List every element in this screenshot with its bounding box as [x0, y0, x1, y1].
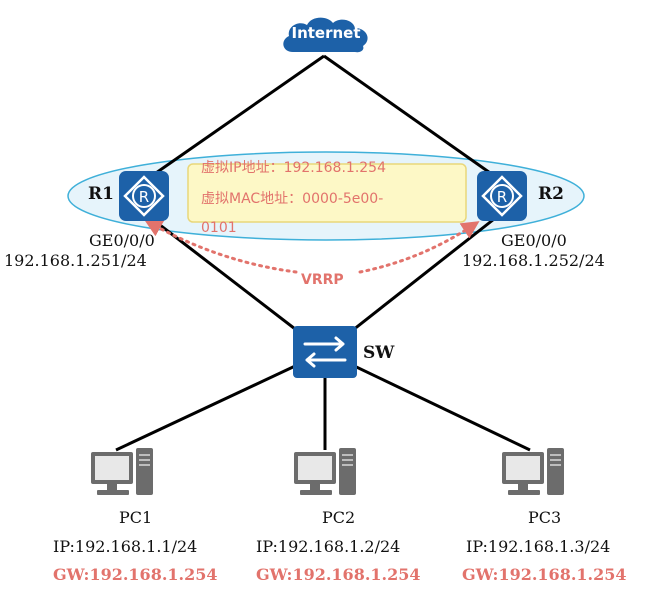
router-r1-icon: R — [119, 171, 169, 221]
pc2-name: PC2 — [322, 508, 356, 527]
internet-label: Internet — [291, 24, 361, 42]
pc1-gateway: GW:192.168.1.254 — [53, 565, 218, 584]
link-internet-r2 — [323, 54, 504, 184]
virtual-ip-text: 虚拟IP地址：192.168.1.254 — [201, 160, 386, 176]
pc3-gateway: GW:192.168.1.254 — [462, 565, 627, 584]
pc1-name: PC1 — [119, 508, 153, 527]
pc3-ip: IP:192.168.1.3/24 — [466, 537, 611, 556]
switch-icon — [293, 326, 357, 378]
r2-name: R2 — [538, 184, 564, 204]
r1-interface: GE0/0/0 — [89, 231, 155, 250]
r1-name: R1 — [88, 184, 114, 204]
virtual-mac-text-wrap: 0101 — [201, 220, 237, 236]
link-sw-pc1 — [115, 350, 326, 452]
link-internet-r1 — [142, 54, 325, 184]
pc2-computer-icon — [294, 448, 356, 495]
svg-text:R: R — [497, 188, 507, 206]
pc1-computer-icon — [91, 448, 153, 495]
pc3-computer-icon — [502, 448, 564, 495]
switch-name: SW — [363, 343, 395, 363]
pc2-gateway: GW:192.168.1.254 — [256, 565, 421, 584]
pc1-ip: IP:192.168.1.1/24 — [53, 537, 198, 556]
virtual-address-note — [187, 163, 467, 223]
vrrp-arrow-right — [358, 221, 480, 274]
r1-ip: 192.168.1.251/24 — [4, 251, 147, 270]
router-r2-icon: R — [477, 171, 527, 221]
svg-text:R: R — [139, 188, 149, 206]
pc3-name: PC3 — [528, 508, 562, 527]
vrrp-label: VRRP — [301, 272, 344, 288]
link-sw-pc3 — [324, 350, 531, 452]
virtual-mac-text: 虚拟MAC地址：0000-5e00- — [201, 191, 384, 207]
pc2-ip: IP:192.168.1.2/24 — [256, 537, 401, 556]
vrrp-arrow-left — [144, 219, 298, 274]
internet-cloud-icon — [283, 17, 368, 53]
r2-ip: 192.168.1.252/24 — [462, 251, 605, 270]
r2-interface: GE0/0/0 — [501, 231, 567, 250]
